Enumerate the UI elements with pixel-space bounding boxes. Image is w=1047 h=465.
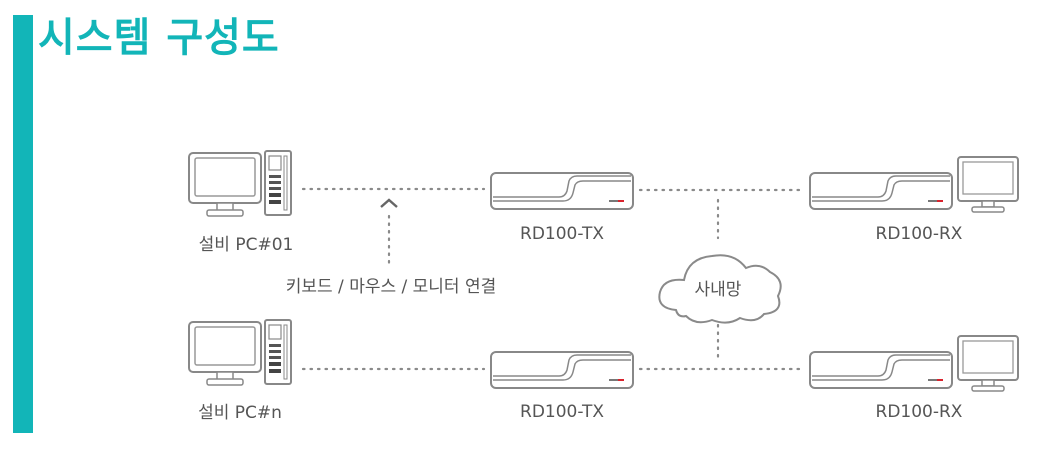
- page-title: 시스템 구성도: [38, 15, 280, 61]
- rx-device-n-label: RD100-RX: [876, 402, 963, 422]
- network-label: 사내망: [695, 280, 742, 300]
- tx-device-n-label: RD100-TX: [520, 402, 604, 422]
- pc-01-label: 설비 PC#01: [199, 235, 294, 255]
- pc-n-label: 설비 PC#n: [198, 403, 282, 423]
- kvm-extender-device-icon: [809, 351, 953, 389]
- monitor-icon: [957, 156, 1019, 213]
- cloud-icon: [658, 254, 782, 324]
- monitor-icon: [957, 335, 1019, 392]
- desktop-pc-icon: [188, 150, 292, 217]
- tx-device-1-label: RD100-TX: [520, 224, 604, 244]
- pc-n: 설비 PC#n: [188, 319, 292, 423]
- kvm-extender-device-icon: [490, 172, 634, 210]
- rx-device-n: RD100-RX: [809, 335, 1019, 422]
- kvm-connection-label: 키보드 / 마우스 / 모니터 연결: [286, 277, 497, 297]
- tx-device-n: RD100-TX: [490, 351, 634, 422]
- accent-bar: [13, 15, 33, 433]
- rx-device-1: RD100-RX: [809, 156, 1019, 244]
- kvm-extender-device-icon: [490, 351, 634, 389]
- rx-device-1-label: RD100-RX: [876, 224, 963, 244]
- kvm-extender-device-icon: [809, 172, 953, 210]
- network-cloud: 사내망: [658, 254, 782, 324]
- pc-01: 설비 PC#01: [188, 150, 294, 255]
- desktop-pc-icon: [188, 319, 292, 386]
- arrow-up-icon: [380, 198, 398, 208]
- tx-device-1: RD100-TX: [490, 172, 634, 244]
